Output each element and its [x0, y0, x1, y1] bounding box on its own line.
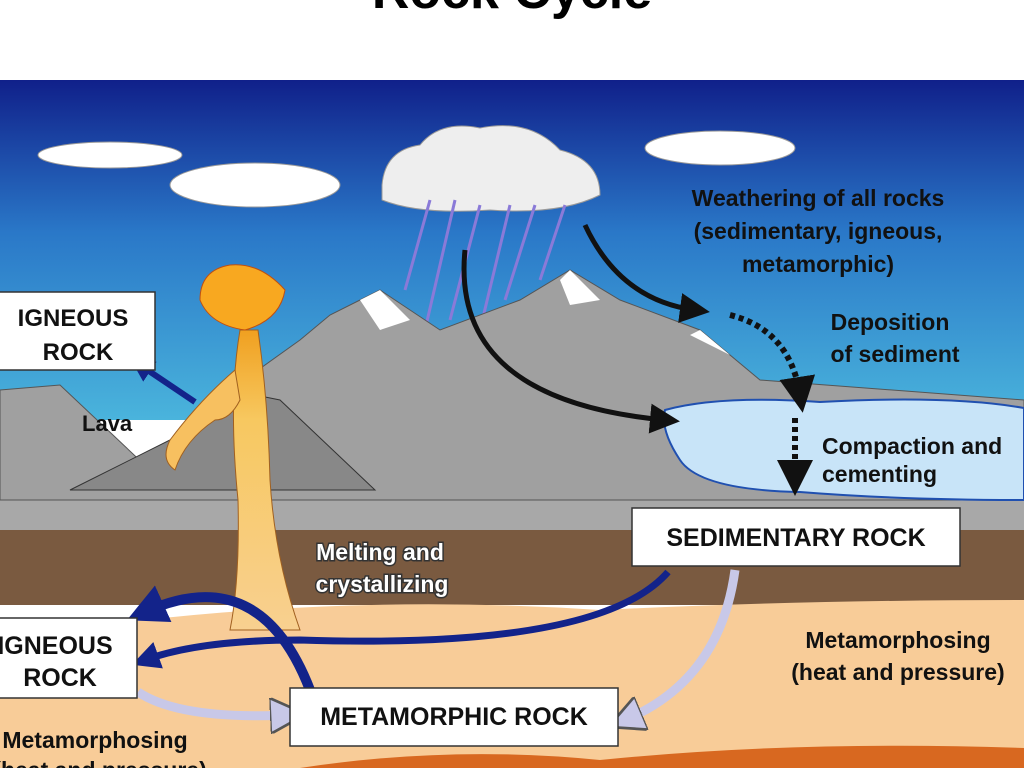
- svg-text:SEDIMENTARY ROCK: SEDIMENTARY ROCK: [666, 524, 925, 552]
- metamorphosing-right-label: Metamorphosing (heat and pressure): [791, 627, 1004, 685]
- magma-plume: [229, 329, 301, 631]
- svg-text:IGNEOUS: IGNEOUS: [18, 305, 129, 332]
- svg-text:cementing: cementing: [822, 461, 937, 487]
- svg-text:ROCK: ROCK: [43, 339, 114, 366]
- lava-to-igneous-arrow: [130, 358, 197, 405]
- melting-label: Melting and crystallizing: [314, 538, 450, 599]
- metamorphic-to-igneous-arrow: [126, 585, 315, 692]
- cloud-icon: [37, 125, 796, 212]
- svg-text:Melting and: Melting and: [316, 539, 444, 565]
- svg-text:Compaction and: Compaction and: [822, 433, 1002, 459]
- svg-text:Deposition: Deposition: [831, 309, 950, 335]
- sedimentary-to-igneous-arrow: [131, 569, 671, 669]
- svg-text:Weathering of all rocks: Weathering of all rocks: [692, 185, 945, 211]
- weathering-label: Weathering of all rocks (sedimentary, ig…: [692, 185, 945, 277]
- metamorphosing-left-label: Metamorphosing (heat and pressure): [0, 727, 207, 768]
- igneous-to-metamorphic-arrow: [135, 688, 288, 716]
- diagram-title: Rock Cycle: [372, 0, 652, 20]
- eruption-icon: [199, 264, 286, 331]
- svg-text:(heat and pressure): (heat and pressure): [0, 757, 207, 768]
- svg-text:of sediment: of sediment: [830, 341, 959, 367]
- igneous-rock-box-bottom: IGNEOUS ROCK: [0, 617, 138, 699]
- deposition-arrow: [729, 312, 816, 413]
- runoff-arrow: [461, 249, 680, 434]
- svg-text:IGNEOUS: IGNEOUS: [0, 632, 113, 660]
- lava-flow: [165, 369, 241, 471]
- metamorphic-rock-box: METAMORPHIC ROCK: [289, 687, 619, 747]
- compaction-label: Compaction and cementing: [822, 433, 1002, 487]
- svg-text:ROCK: ROCK: [23, 664, 97, 692]
- magma-layer: [300, 745, 1024, 768]
- svg-text:Metamorphosing: Metamorphosing: [2, 727, 187, 753]
- svg-text:Metamorphosing: Metamorphosing: [805, 627, 990, 653]
- svg-text:metamorphic): metamorphic): [742, 251, 894, 277]
- rain: [403, 199, 567, 331]
- svg-text:(sedimentary, igneous,: (sedimentary, igneous,: [694, 218, 943, 244]
- sedimentary-rock-box: SEDIMENTARY ROCK: [631, 507, 961, 567]
- weathering-arrow: [582, 223, 710, 323]
- deposition-label: Deposition of sediment: [830, 309, 959, 367]
- svg-text:METAMORPHIC ROCK: METAMORPHIC ROCK: [320, 703, 588, 731]
- svg-text:(heat and pressure): (heat and pressure): [791, 659, 1004, 685]
- igneous-rock-box-top: IGNEOUS ROCK: [0, 291, 156, 371]
- lava-label: Lava: [82, 411, 133, 436]
- sedimentary-to-metamorphic-arrow: [625, 569, 740, 720]
- svg-text:crystallizing: crystallizing: [316, 571, 449, 597]
